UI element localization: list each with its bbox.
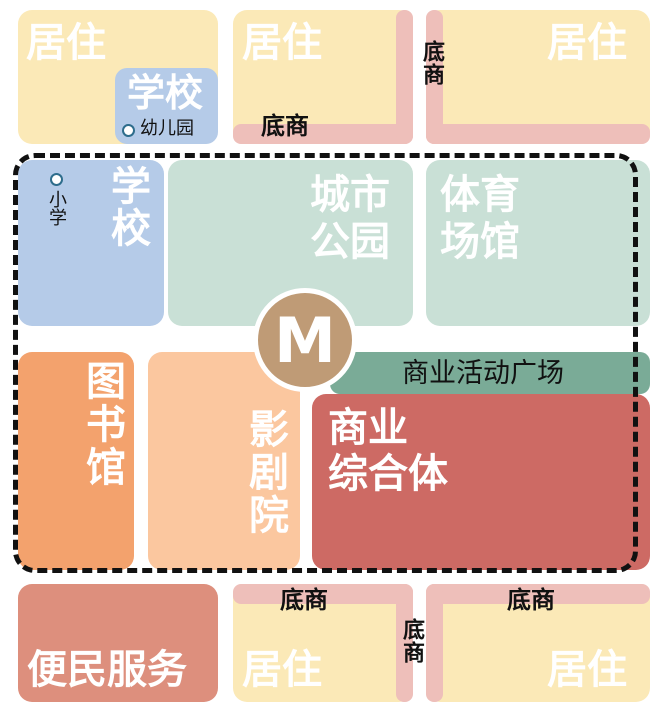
stadium-label-line2: 场馆 xyxy=(440,219,520,265)
primary-school-label: 小学 xyxy=(46,190,67,226)
school-label-left-wrap: 学校 xyxy=(103,165,151,249)
theater-block xyxy=(148,352,300,570)
shop-label-top-middle: 底商 xyxy=(261,112,309,140)
primary-school-label-wrap: 小学 xyxy=(44,190,68,226)
shop-strip-bottom-right-vertical xyxy=(426,584,443,702)
commercial-complex-label-line2: 综合体 xyxy=(328,451,448,497)
planning-boundary-dashed xyxy=(13,153,638,573)
residential-label-top-middle: 居住 xyxy=(242,20,322,66)
residential-label-bottom-right: 居住 xyxy=(547,647,627,693)
commercial-complex-label-line1: 商业 xyxy=(328,405,408,451)
shop-label-bottom-vertical: 底商 xyxy=(393,618,429,664)
residential-label-top-right: 居住 xyxy=(547,20,627,66)
residential-label-bottom-middle: 居住 xyxy=(242,647,322,693)
shop-label-bottom-vertical-text: 底商 xyxy=(399,618,424,664)
kindergarten-label: 幼儿园 xyxy=(140,118,194,139)
city-park-label-line2: 公园 xyxy=(310,219,390,265)
residential-label-top-left: 居住 xyxy=(26,20,106,66)
stadium-block xyxy=(426,160,650,326)
theater-label: 影剧院 xyxy=(242,408,288,537)
shop-strip-top-middle-horizontal xyxy=(233,124,413,144)
shop-strip-top-middle-vertical xyxy=(396,10,413,144)
commercial-plaza-label: 商业活动广场 xyxy=(402,358,564,389)
commercial-complex-block xyxy=(312,394,650,570)
shop-label-top-vertical: 底商 xyxy=(413,40,449,86)
theater-label-wrap: 影剧院 xyxy=(241,408,289,537)
library-block xyxy=(18,352,134,570)
metro-station-icon: M xyxy=(253,288,357,392)
stadium-label-line1: 体育 xyxy=(440,172,520,218)
commercial-plaza-strip xyxy=(330,352,650,394)
city-park-label-line1: 城市 xyxy=(310,172,390,218)
school-block-left xyxy=(18,160,164,326)
convenience-service-label: 便民服务 xyxy=(27,647,187,693)
shop-strip-bottom-middle-horizontal xyxy=(233,584,413,604)
shop-label-bottom-right: 底商 xyxy=(507,586,555,614)
library-label-wrap: 图书馆 xyxy=(78,360,126,489)
school-label-top: 学校 xyxy=(127,71,204,115)
shop-label-bottom-middle: 底商 xyxy=(280,586,328,614)
school-label-left: 学校 xyxy=(104,165,150,249)
primary-school-marker xyxy=(50,173,63,186)
shop-label-top-vertical-text: 底商 xyxy=(419,40,444,86)
kindergarten-marker xyxy=(122,124,135,137)
shop-strip-top-right-horizontal xyxy=(426,124,650,144)
shop-strip-bottom-right-horizontal xyxy=(426,584,650,604)
shop-strip-bottom-middle-vertical xyxy=(396,584,413,702)
shop-strip-top-right-vertical xyxy=(426,10,443,144)
convenience-service-block xyxy=(18,584,218,702)
library-label: 图书馆 xyxy=(79,360,125,489)
residential-block-top-right xyxy=(426,10,650,144)
residential-block-top-middle xyxy=(233,10,413,144)
